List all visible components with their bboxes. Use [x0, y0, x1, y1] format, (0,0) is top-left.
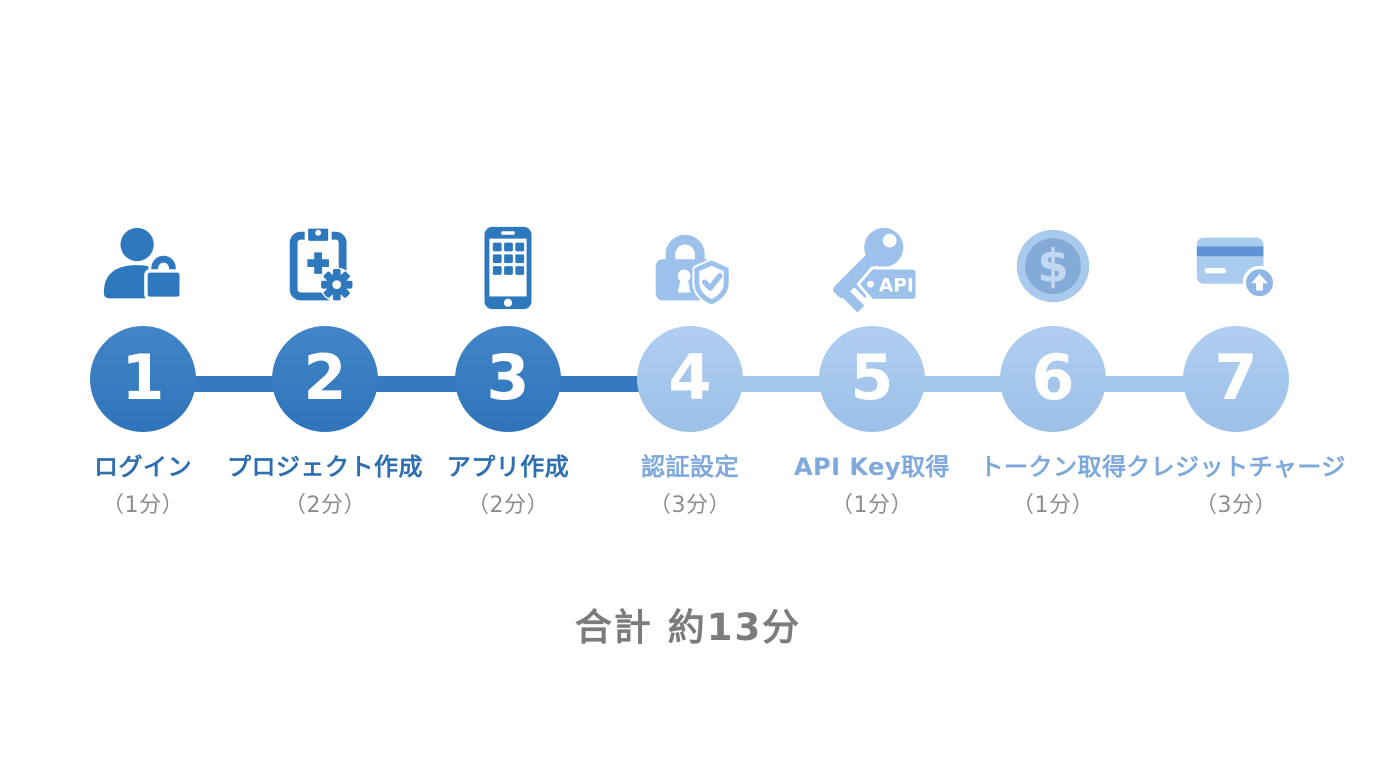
key-api-tag-icon: API: [762, 220, 982, 318]
step-label: API Key取得: [793, 453, 951, 481]
step-number-badge: 5: [819, 326, 925, 432]
step-label: プロジェクト作成: [227, 453, 423, 481]
step-3-create-app: 3 アプリ作成 （2分）: [398, 220, 618, 519]
clipboard-plus-gear-icon: [215, 220, 435, 318]
step-duration: （2分）: [284, 493, 366, 518]
step-5-get-api-key: API 5 API Key取得 （1分）: [762, 220, 982, 519]
svg-text:$: $: [1037, 240, 1068, 293]
step-duration: （1分）: [831, 493, 913, 518]
step-duration: （3分）: [1195, 493, 1277, 518]
step-number-badge: 4: [637, 326, 743, 432]
step-1-login: 1 ログイン （1分）: [33, 220, 253, 519]
step-6-get-token: $ 6 トークン取得 （1分）: [943, 220, 1163, 519]
step-label: ログイン: [94, 453, 192, 481]
svg-text:API: API: [879, 276, 914, 297]
smartphone-apps-icon: [398, 220, 618, 318]
step-label: トークン取得: [979, 453, 1127, 481]
step-label: 認証設定: [641, 453, 739, 481]
step-number-badge: 7: [1183, 326, 1289, 432]
step-duration: （2分）: [467, 493, 549, 518]
step-4-auth-setup: 4 認証設定 （3分）: [580, 220, 800, 519]
step-number-badge: 3: [455, 326, 561, 432]
step-label: クレジットチャージ: [1126, 453, 1346, 481]
step-2-create-project: 2 プロジェクト作成 （2分）: [215, 220, 435, 519]
dollar-coin-icon: $: [943, 220, 1163, 318]
step-number-badge: 2: [272, 326, 378, 432]
total-duration-text: 合計 約13分: [574, 606, 802, 649]
credit-card-upload-icon: [1126, 220, 1346, 318]
step-number-badge: 6: [1000, 326, 1106, 432]
step-7-credit-charge: 7 クレジットチャージ （3分）: [1126, 220, 1346, 519]
step-label: アプリ作成: [446, 453, 570, 481]
user-lock-icon: [33, 220, 253, 318]
lock-shield-check-icon: [580, 220, 800, 318]
step-duration: （3分）: [649, 493, 731, 518]
step-duration: （1分）: [1012, 493, 1094, 518]
step-duration: （1分）: [102, 493, 184, 518]
step-number-badge: 1: [90, 326, 196, 432]
